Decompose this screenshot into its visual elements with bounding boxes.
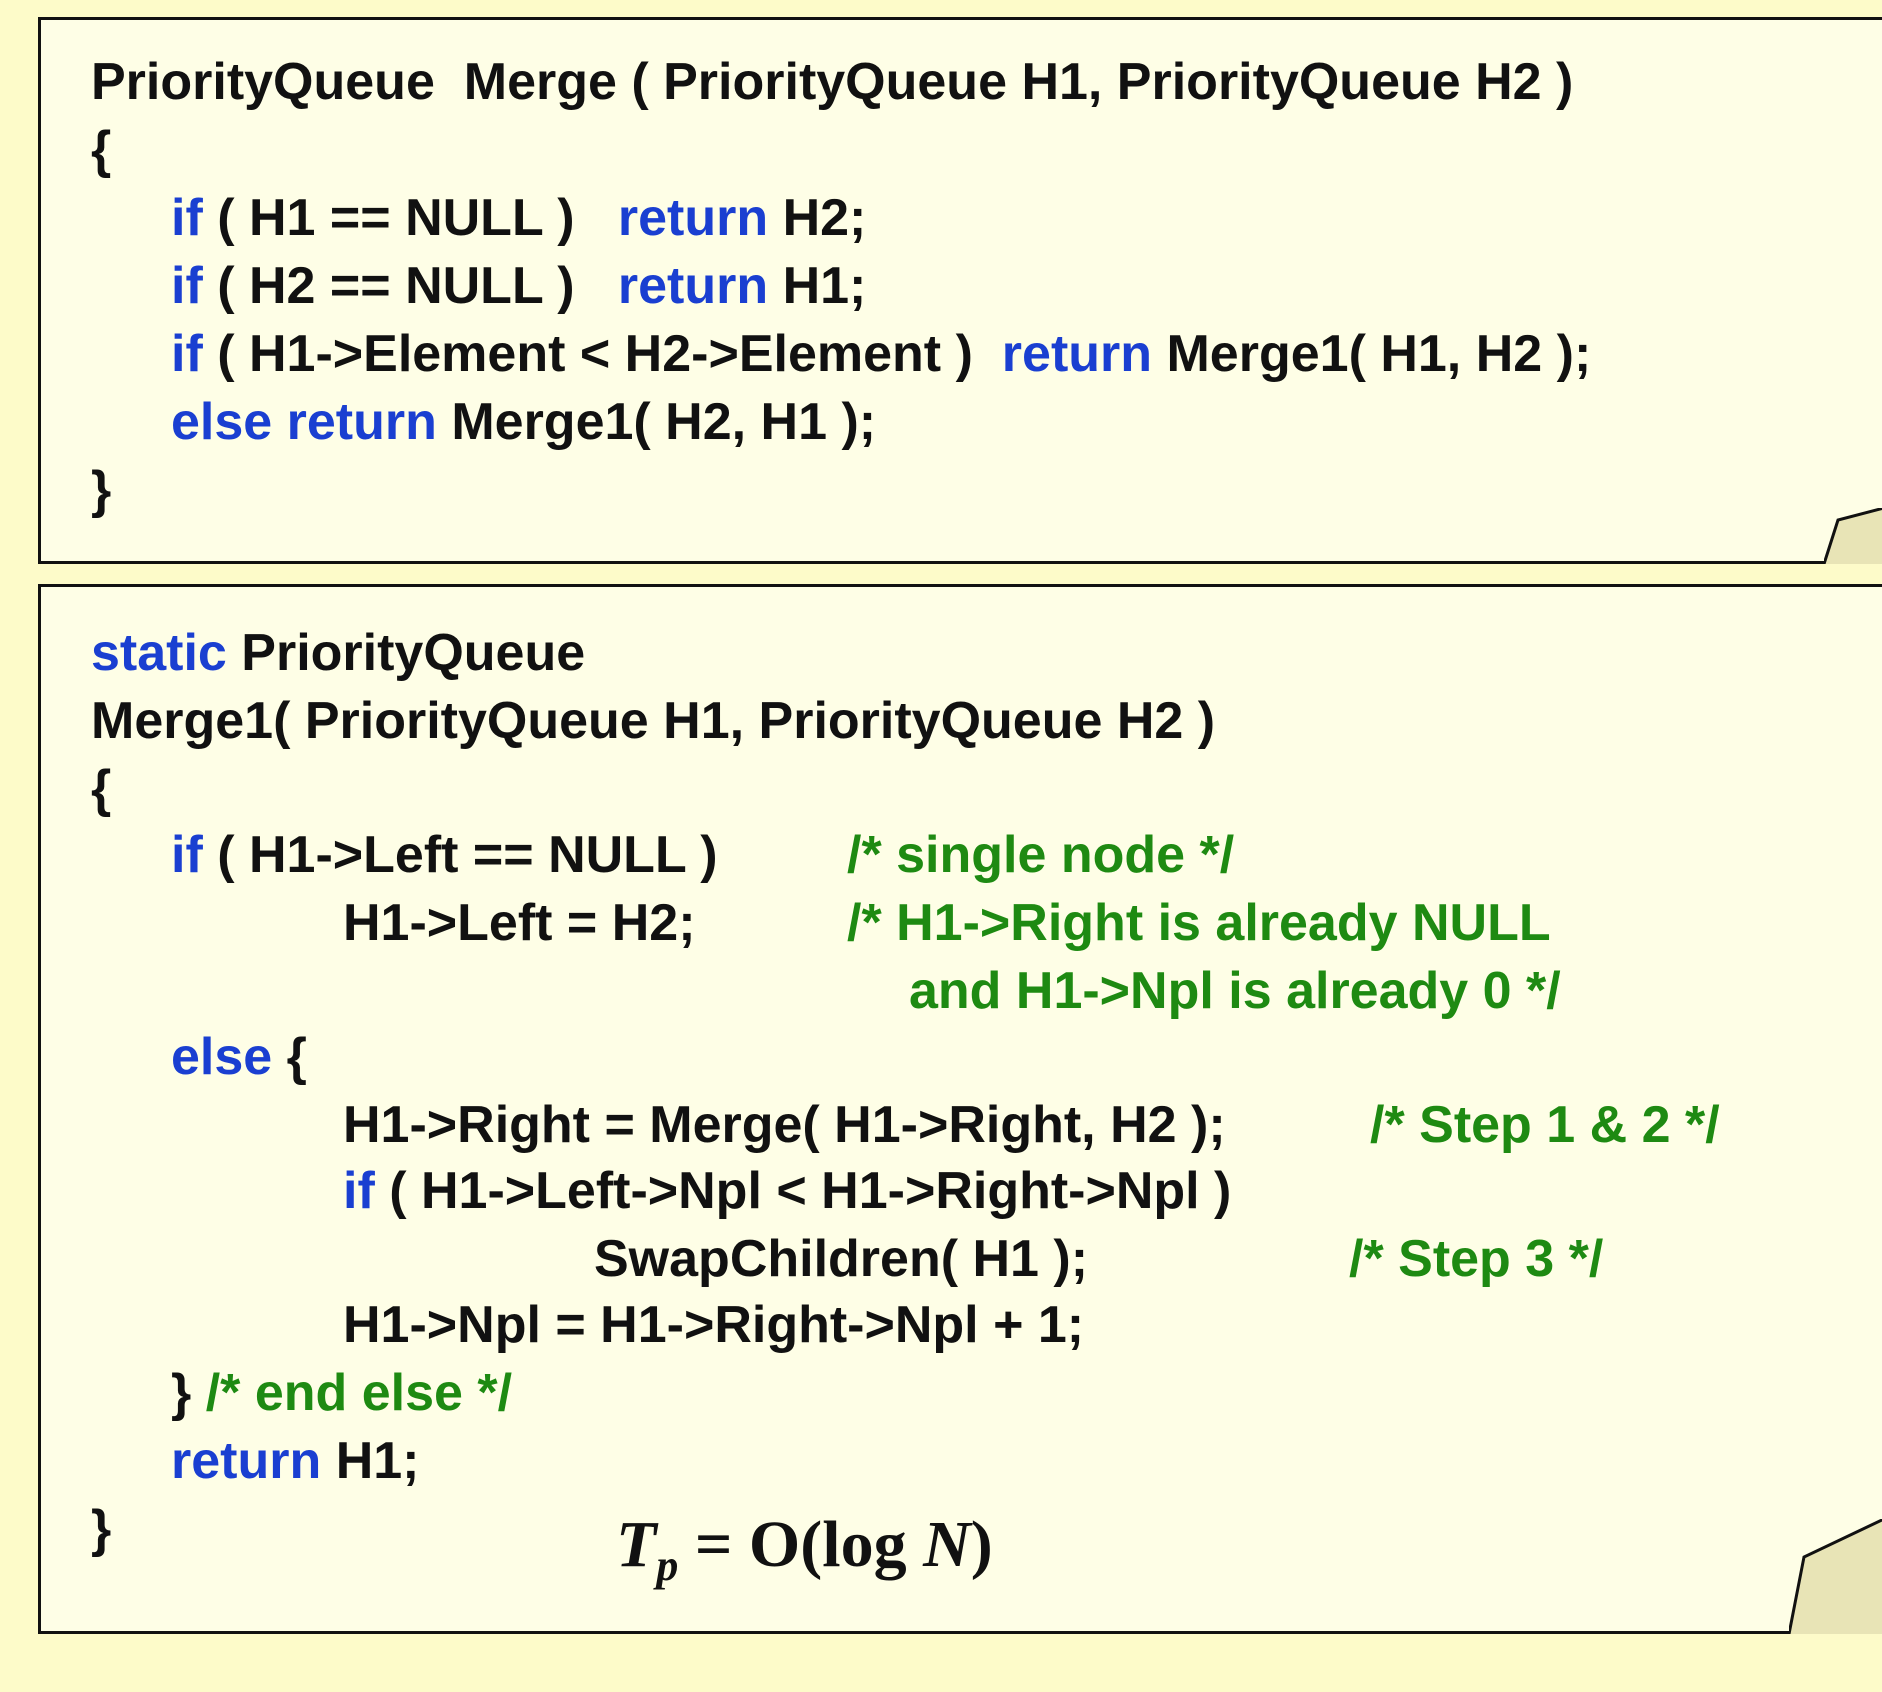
code-text: H1; (768, 257, 867, 315)
formula-subscript: p (656, 1541, 679, 1590)
code-line: else { (171, 1031, 307, 1091)
code-text: SwapChildren( H1 ); (594, 1230, 1089, 1288)
code-line: SwapChildren( H1 ); (594, 1233, 1088, 1293)
code-line: if ( H1->Left->Npl < H1->Right->Npl ) (343, 1165, 1231, 1225)
code-text: ( H1 == NULL ) (202, 189, 618, 247)
comment-step-1-2: /* Step 1 & 2 */ (1370, 1096, 1720, 1154)
code-text: Merge1( H1, H2 ); (1152, 325, 1592, 383)
code-keyword: if (171, 189, 203, 247)
code-text: { (91, 760, 112, 818)
code-text: { (272, 1028, 307, 1086)
merge-code-box: PriorityQueue Merge ( PriorityQueue H1, … (38, 17, 1882, 564)
page-curl-icon (1824, 508, 1882, 564)
code-keyword: if (343, 1162, 375, 1220)
code-line: else return Merge1( H2, H1 ); (171, 396, 876, 456)
code-line: } (91, 464, 111, 524)
code-text: H1->Right = Merge( H1->Right, H2 ); (343, 1096, 1226, 1154)
code-keyword: if (171, 826, 203, 884)
code-line: } /* end else */ (171, 1367, 512, 1427)
code-line: H1->Npl = H1->Right->Npl + 1; (343, 1299, 1084, 1359)
comment-right-null: /* H1->Right is already NULL (847, 894, 1551, 952)
code-keyword: if (171, 257, 203, 315)
code-keyword: static (91, 624, 227, 682)
code-text: PriorityQueue Merge ( PriorityQueue H1, … (91, 53, 1574, 111)
code-line: if ( H2 == NULL ) return H1; (171, 260, 866, 320)
code-line: if ( H1->Element < H2->Element ) return … (171, 328, 1591, 388)
page-curl-icon (1789, 1519, 1882, 1634)
code-line: H1->Left = H2; (343, 897, 696, 957)
code-text: H1->Left = H2; (343, 894, 696, 952)
code-text: H1; (321, 1432, 420, 1490)
code-text: ( H1->Left == NULL ) (202, 826, 718, 884)
code-keyword: return (171, 1432, 322, 1490)
code-keyword: return (617, 189, 769, 247)
code-keyword: return (617, 257, 769, 315)
merge1-comments: /* single node */ /* H1->Right is alread… (41, 587, 1720, 1285)
comment-single-node: /* single node */ (847, 826, 1235, 884)
code-line: static PriorityQueue (91, 627, 585, 687)
code-text: Merge1( H2, H1 ); (436, 393, 877, 451)
code-keyword: else (171, 1028, 273, 1086)
code-line: Merge1( PriorityQueue H1, PriorityQueue … (91, 695, 1215, 755)
code-text: H1->Npl = H1->Right->Npl + 1; (343, 1296, 1085, 1354)
code-line: H1->Right = Merge( H1->Right, H2 ); (343, 1099, 1226, 1159)
code-text: ( H2 == NULL ) (202, 257, 618, 315)
comment-step-3: /* Step 3 */ (1349, 1230, 1604, 1288)
comment-npl-zero: and H1->Npl is already 0 */ (909, 962, 1561, 1020)
code-text: PriorityQueue (226, 624, 586, 682)
formula-t: T (616, 1508, 657, 1581)
code-line: if ( H1 == NULL ) return H2; (171, 192, 866, 252)
complexity-formula: Tp = O(log N) (616, 1507, 993, 1591)
code-text: Merge1( PriorityQueue H1, PriorityQueue … (91, 692, 1216, 750)
code-text: } (171, 1364, 206, 1422)
code-text: } (91, 461, 112, 519)
code-keyword: return (1001, 325, 1153, 383)
code-keyword: else return (171, 393, 437, 451)
code-line: return H1; (171, 1435, 420, 1495)
code-text: } (91, 1500, 112, 1558)
formula-big-o: = O(log (678, 1508, 924, 1581)
code-text: ( H1->Left->Npl < H1->Right->Npl ) (374, 1162, 1232, 1220)
code-text: H2; (768, 189, 867, 247)
code-line: { (91, 124, 111, 184)
code-line: PriorityQueue Merge ( PriorityQueue H1, … (91, 56, 1573, 116)
code-line: if ( H1->Left == NULL ) (171, 829, 718, 889)
code-text: { (91, 121, 112, 179)
formula-n: N (923, 1508, 971, 1581)
code-keyword: if (171, 325, 203, 383)
code-line: { (91, 763, 111, 823)
code-text: ( H1->Element < H2->Element ) (202, 325, 1002, 383)
code-line: } (91, 1503, 111, 1563)
formula-close: ) (970, 1508, 993, 1581)
code-comment: /* end else */ (205, 1364, 513, 1422)
